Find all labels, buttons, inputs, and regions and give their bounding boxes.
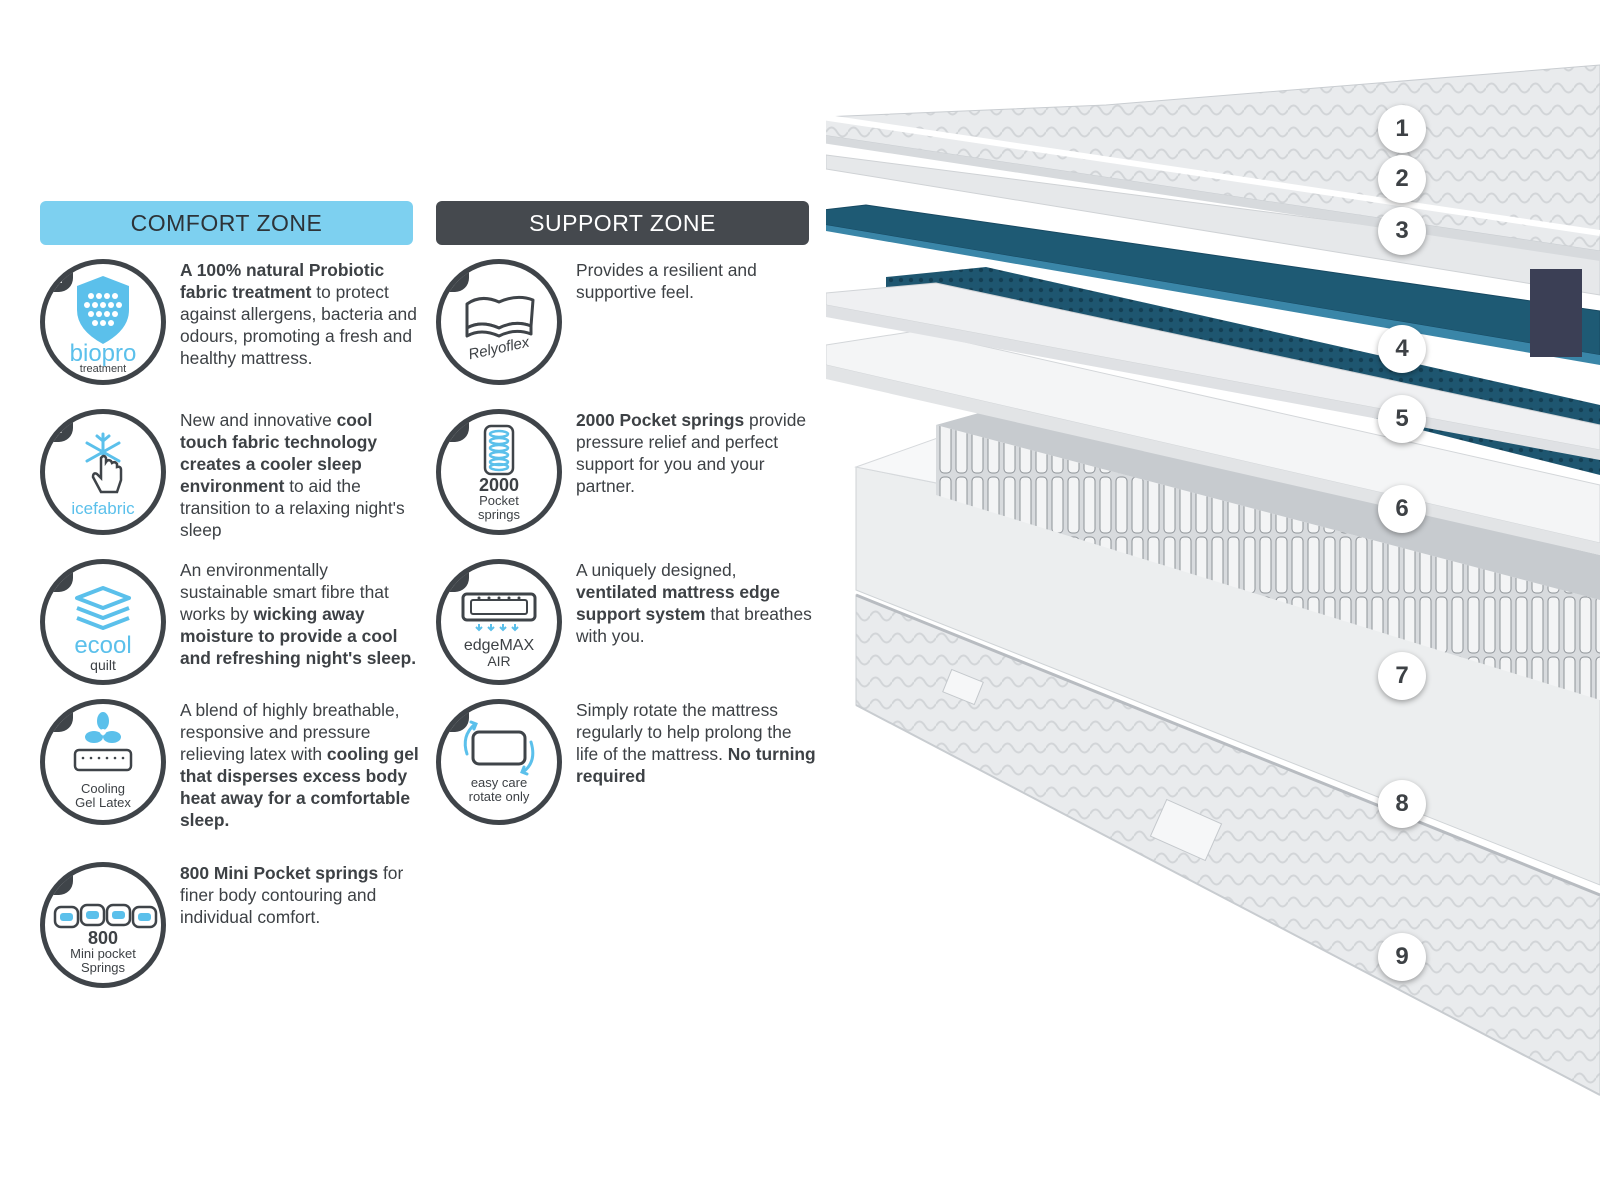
badge-brand-text: 2000 — [478, 475, 520, 495]
badge-brand-text: 800 — [87, 928, 119, 948]
layer-number-2: 2 — [1378, 155, 1426, 203]
mini-pocket-badge: 5 800 Mini pocket Springs — [40, 862, 166, 988]
feature-3: 3 ecool quilt An environmentally sustain… — [40, 559, 430, 699]
description-bold-text: 800 Mini Pocket springs — [180, 863, 379, 883]
badge-number: 8 — [441, 564, 469, 592]
layer-number-8: 8 — [1378, 780, 1426, 828]
badge-brand-text: edgeMAX — [463, 637, 535, 654]
description-text: A uniquely designed, — [576, 560, 737, 580]
easy-care-badge: 9 easy care rotate only — [436, 699, 562, 825]
feature-7: 7 2000 Pocket springs 2000 Pocket spring… — [436, 409, 826, 549]
edge-frame-icon — [461, 592, 537, 632]
feature-9: 9 easy care rotate only Simply rotate th… — [436, 699, 826, 839]
feature-description: 2000 Pocket springs provide pressure rel… — [576, 409, 816, 497]
layer-number-7: 7 — [1378, 652, 1426, 700]
feature-4: 4 Cooling Gel Latex A blend of highly br… — [40, 699, 430, 839]
badge-number: 5 — [45, 867, 73, 895]
badge-number: 3 — [45, 564, 73, 592]
layer-number-6: 6 — [1378, 485, 1426, 533]
support-zone-header: SUPPORT ZONE — [436, 201, 809, 245]
feature-description: A 100% natural Probiotic fabric treatmen… — [180, 259, 420, 369]
feature-5: 5 800 Mini pocket Springs 800 Mini Pocke… — [40, 862, 430, 1002]
feature-description: Provides a resilient and supportive feel… — [576, 259, 816, 303]
description-text: New and innovative — [180, 410, 337, 430]
description-text: provide pressure relief and perfect supp… — [576, 410, 807, 496]
edgemax-badge: 8 edgeMAX AIR — [436, 559, 562, 685]
ecool-badge: 3 ecool quilt — [40, 559, 166, 685]
rotate-mattress-icon — [463, 720, 535, 776]
snowflake-hand-icon — [85, 432, 123, 494]
layer-number-9: 9 — [1378, 933, 1426, 981]
quilt-layers-icon — [75, 586, 131, 630]
biopro-badge: 1 biopro treatment — [40, 259, 166, 385]
badge-brand-text: icefabric — [71, 499, 135, 518]
layer-number-1: 1 — [1378, 105, 1426, 153]
description-bold-text: ventilated mattress edge support system — [576, 582, 780, 624]
feature-1: 1 biopro treatment A 100% natural Probio… — [40, 259, 430, 399]
badge-brand-text: easy care — [470, 775, 528, 790]
badge-number: 1 — [45, 264, 73, 292]
mattress-layers-drawing — [813, 64, 1600, 1096]
description-bold-text: 2000 Pocket springs — [576, 410, 745, 430]
description-text: Simply rotate the mattress regularly to … — [576, 700, 792, 764]
badge-brand-text: biopro — [69, 340, 137, 367]
description-text: that breathes with you. — [576, 604, 812, 646]
feature-description: A uniquely designed, ventilated mattress… — [576, 559, 816, 647]
description-bold-text: cooling gel that disperses excess body h… — [180, 744, 419, 830]
feature-6: 6 Relyoflex Provides a resilient and sup… — [436, 259, 826, 399]
layer-number-3: 3 — [1378, 207, 1426, 255]
feature-description: Simply rotate the mattress regularly to … — [576, 699, 816, 787]
badge-sub-text: Pocket springs — [478, 493, 520, 522]
feature-2: 2 icefabric New and innovative cool touc… — [40, 409, 430, 549]
fan-latex-icon — [73, 712, 133, 772]
biopro-shield-icon — [77, 276, 129, 344]
badge-sub-text: treatment — [79, 363, 127, 375]
feature-description: A blend of highly breathable, responsive… — [180, 699, 420, 831]
description-text: A blend of highly breathable, responsive… — [180, 700, 400, 764]
description-bold-text: No turning required — [576, 744, 816, 786]
feature-description: An environmentally sustainable smart fib… — [180, 559, 420, 669]
description-text: for finer body contouring and individual… — [180, 863, 404, 927]
description-bold-text: A 100% natural Probiotic fabric treatmen… — [180, 260, 385, 302]
layer-number-4: 4 — [1378, 325, 1426, 373]
description-text: An environmentally sustainable smart fib… — [180, 560, 389, 624]
feature-8: 8 edgeMAX AIR A uniquely designed, venti… — [436, 559, 826, 699]
pocket-spring-icon — [483, 424, 515, 476]
badge-sub-text: AIR — [487, 653, 511, 669]
badge-sub-text: Mini pocket Springs — [70, 946, 136, 975]
description-bold-text: wicking away moisture to provide a cool … — [180, 604, 417, 668]
badge-brand-text: Cooling — [80, 781, 126, 796]
badge-brand-text: ecool — [74, 632, 132, 659]
description-text: to aid the transition to a relaxing nigh… — [180, 476, 405, 540]
badge-number: 2 — [45, 414, 73, 442]
badge-sub-text: Gel Latex — [75, 795, 131, 810]
comfort-zone-header: COMFORT ZONE — [40, 201, 413, 245]
badge-sub-text: rotate only — [468, 789, 530, 804]
layer-number-5: 5 — [1378, 395, 1426, 443]
relyoflex-foam-icon — [465, 295, 535, 338]
relyoflex-badge: 6 Relyoflex — [436, 259, 562, 385]
mattress-exploded-illustration: 1 2 3 4 5 6 7 8 9 — [813, 55, 1600, 1135]
badge-sub-text: quilt — [90, 657, 116, 673]
description-text: Provides a resilient and supportive feel… — [576, 260, 757, 302]
badge-number: 6 — [441, 264, 469, 292]
layer-7-pocket-springs — [936, 411, 1600, 700]
badge-number: 7 — [441, 414, 469, 442]
description-text: to protect against allergens, bacteria a… — [180, 282, 417, 368]
icefabric-badge: 2 icefabric — [40, 409, 166, 535]
mini-springs-icon — [53, 903, 158, 929]
pocket-springs-badge: 7 2000 Pocket springs — [436, 409, 562, 535]
badge-number: 9 — [441, 704, 469, 732]
brand-label-tag — [1530, 269, 1582, 357]
cooling-gel-badge: 4 Cooling Gel Latex — [40, 699, 166, 825]
feature-description: 800 Mini Pocket springs for finer body c… — [180, 862, 420, 928]
description-bold-text: cool touch fabric technology creates a c… — [180, 410, 378, 496]
feature-description: New and innovative cool touch fabric tec… — [180, 409, 420, 541]
badge-number: 4 — [45, 704, 73, 732]
